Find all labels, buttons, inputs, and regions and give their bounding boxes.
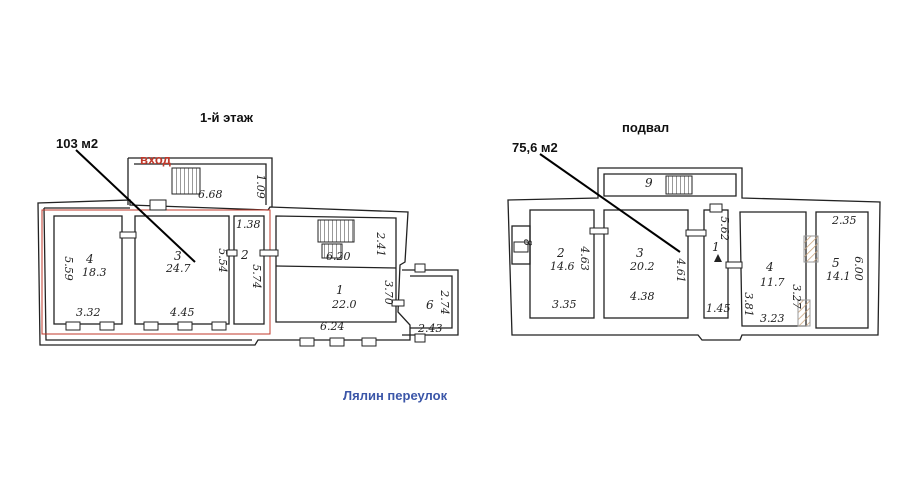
room-2b-dim-width: 3.35: [552, 298, 577, 311]
street-label: Лялин переулок: [343, 388, 448, 403]
floor1-area-leader: [75, 149, 196, 263]
room-9-number: 9: [645, 176, 653, 190]
room-5b-number: 5: [832, 256, 840, 270]
floor1-area: 103 м2: [56, 136, 99, 151]
basement-area-leader: [539, 153, 681, 253]
basement-area: 75,6 м2: [512, 140, 558, 155]
floor1-stairs-entrance: [171, 167, 201, 195]
floor1-plan: [37, 157, 459, 346]
floor1-vestibule: [127, 157, 273, 207]
room-9-b: [603, 173, 737, 197]
room-3-b: [603, 209, 689, 319]
floor1-entrance: вход: [140, 152, 171, 167]
room-4-dim-height: 5.59: [61, 256, 75, 281]
room-4b-dim-height: 3.81: [741, 292, 755, 317]
vestibule-dim-width: 6.68: [198, 188, 223, 201]
room-3-area: 24.7: [166, 262, 191, 275]
room-3-number: 3: [174, 249, 182, 263]
room-1-dim-width: 6.24: [320, 320, 345, 333]
vestibule-dim-height: 1.09: [253, 174, 267, 199]
room-1-dim-height: 3.70: [381, 280, 395, 305]
room-3b-area: 20.2: [630, 260, 655, 273]
basement-title: подвал: [622, 120, 670, 135]
room-1b-dim-height: 5.62: [717, 216, 731, 241]
basement-doors: [513, 203, 743, 269]
room-2b-dim-height: 4.63: [577, 246, 591, 271]
room-1b-number: 1: [712, 240, 720, 254]
room-5b-area: 14.1: [826, 270, 851, 283]
floor1-outer-wall: [37, 199, 411, 346]
room-2b-number: 2: [557, 246, 565, 260]
room-4b-number: 4: [766, 260, 774, 274]
room-2-dim-width: 1.38: [236, 218, 261, 231]
floor1-stairs-lower: [321, 243, 343, 259]
room-2-dim-height: 5.74: [249, 264, 263, 289]
floor1-doors: [119, 199, 405, 307]
room-4-number: 4: [86, 252, 94, 266]
room-3-dim-height: 5.54: [215, 248, 229, 273]
room-6-dim-height: 2.74: [437, 290, 451, 315]
room-1-area: 22.0: [332, 298, 357, 311]
room-3b-dim-width: 4.38: [630, 290, 655, 303]
room-4b-area: 11.7: [760, 276, 785, 289]
room-1-f1: [275, 215, 397, 323]
room-8-number: 8: [521, 239, 534, 246]
room-1-dim-side: 2.41: [373, 232, 387, 257]
room-4b-dim-side: 3.27: [789, 284, 803, 309]
room-6-dim-width: 2.43: [418, 322, 443, 335]
room-6-number: 6: [426, 298, 434, 312]
room-1-number: 1: [336, 283, 344, 297]
room-5b-dim-height: 6.00: [851, 256, 865, 281]
room-6-annex: [402, 269, 459, 336]
floor1-windows: [65, 263, 426, 347]
floor1-title: 1-й этаж: [200, 110, 253, 125]
room-2b-area: 14.6: [550, 260, 575, 273]
basement-hatched-block-2: [797, 299, 811, 327]
room-3b-dim-height: 4.61: [673, 258, 687, 283]
basement-hatched-block: [803, 235, 819, 263]
room-4b-dim-width: 3.23: [760, 312, 785, 325]
room-5b-dim-width: 2.35: [832, 214, 857, 227]
basement-outer-wall: [507, 167, 881, 341]
room-4-f1: [53, 215, 123, 325]
room-1b-dim-width: 1.45: [706, 302, 731, 315]
room-8-b: [511, 225, 531, 265]
arrow-icon: [714, 254, 722, 262]
room-2-f1: [233, 215, 265, 325]
room-3b-number: 3: [636, 246, 644, 260]
basement-stairs: [665, 175, 693, 195]
room-4-dim-width: 3.32: [76, 306, 101, 319]
floor1-stairs-main: [317, 219, 355, 243]
room-5-b: [815, 211, 869, 329]
room-1-dim-stair: 6.20: [326, 250, 351, 263]
room-4-area: 18.3: [82, 266, 107, 279]
room-2-number: 2: [241, 248, 249, 262]
room-3-dim-width: 4.45: [170, 306, 195, 319]
